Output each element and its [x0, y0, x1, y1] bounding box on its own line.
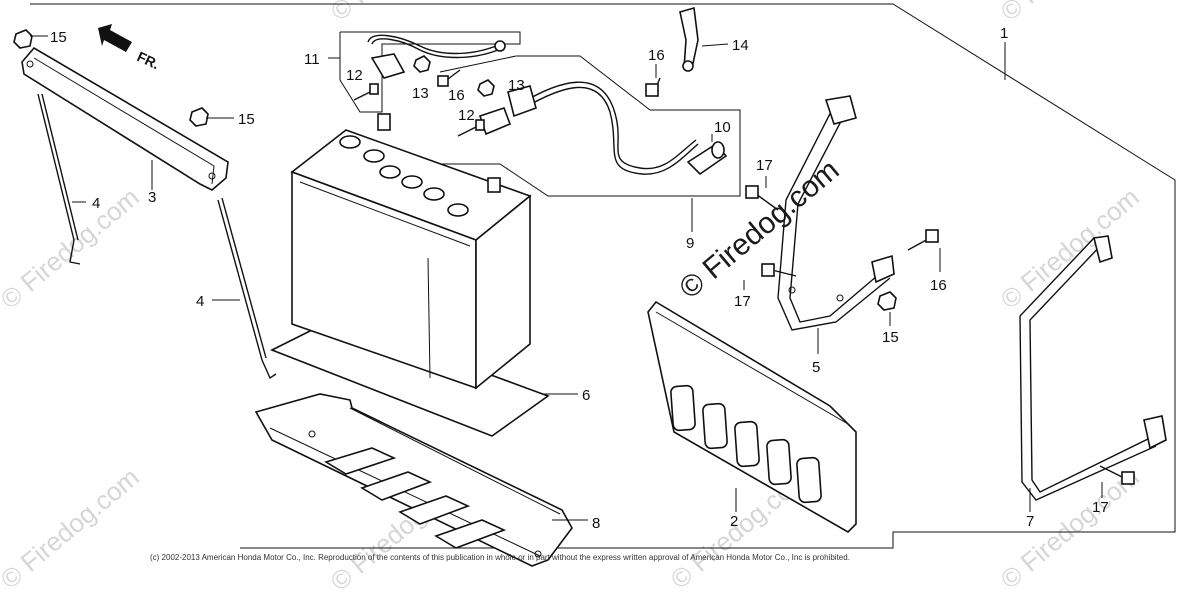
- bolt: [457, 119, 485, 137]
- battery-stay: [777, 95, 895, 331]
- front-direction-arrow: FR.: [98, 24, 162, 72]
- callout: 2: [730, 513, 738, 530]
- battery-cover: [647, 300, 857, 533]
- callout: 15: [882, 329, 899, 346]
- callout: 10: [714, 119, 731, 136]
- cable-9-bracket: [439, 55, 741, 197]
- bolt: [907, 229, 939, 251]
- battery-terminal: [679, 6, 699, 72]
- callout: 16: [648, 47, 665, 64]
- watermark-center: © Firedog.com: [673, 153, 845, 305]
- callout: 9: [686, 235, 694, 252]
- watermark: © Firedog.com: [995, 182, 1145, 315]
- assembly-outline: [30, 3, 1176, 549]
- callout: 12: [458, 107, 475, 124]
- flange-nut: [877, 291, 897, 311]
- callout: 7: [1026, 513, 1034, 530]
- callout: 16: [930, 277, 947, 294]
- callout: 16: [448, 87, 465, 104]
- copyright-notice: (c) 2002-2013 American Honda Motor Co., …: [150, 553, 850, 562]
- bolt: [645, 77, 661, 97]
- callout: 14: [732, 37, 749, 54]
- callout: 15: [238, 111, 255, 128]
- callout: 1: [1000, 25, 1008, 42]
- direction-label: FR.: [135, 48, 162, 72]
- callout: 6: [582, 387, 590, 404]
- callout: 17: [1092, 499, 1109, 516]
- callout: 13: [412, 85, 429, 102]
- callout: 13: [508, 77, 525, 94]
- battery-holder: [1019, 235, 1167, 501]
- bolt: [353, 83, 379, 101]
- callouts: 1 2 3 4 4 5 6 7 8 9 10 11 12 12 13 13 14…: [50, 25, 1109, 532]
- watermark: © Firedog.com: [995, 0, 1145, 27]
- callout: 4: [196, 293, 204, 310]
- cable-11-bracket: [339, 31, 521, 113]
- flange-nut: [189, 107, 209, 127]
- battery-cable-positive: [367, 34, 506, 79]
- battery: [290, 113, 532, 390]
- watermark: © Firedog.com: [0, 462, 145, 595]
- callout: 5: [812, 359, 820, 376]
- hold-down-bar: [21, 46, 229, 191]
- battery-set-bolt-left: [37, 93, 81, 265]
- bolt: [1099, 465, 1135, 485]
- callout: 11: [304, 51, 320, 68]
- bolt: [437, 69, 461, 87]
- callout: 8: [592, 515, 600, 532]
- nut: [413, 55, 431, 73]
- terminal-cover: [686, 141, 728, 176]
- battery-cable-negative: [478, 81, 699, 175]
- callout: 12: [346, 67, 363, 84]
- bolt: [761, 263, 797, 277]
- callout: 4: [92, 195, 100, 212]
- callout: 15: [50, 29, 67, 46]
- battery-tray: [254, 393, 573, 567]
- bolt: [745, 185, 779, 211]
- leader-lines: [30, 35, 1103, 521]
- flange-nut: [13, 29, 33, 49]
- callout: 17: [756, 157, 773, 174]
- callout: 3: [148, 189, 156, 206]
- watermarks: © Firedog.com © Firedog.com © Firedog.co…: [0, 0, 1145, 597]
- nut: [477, 79, 495, 97]
- callout: 17: [734, 293, 751, 310]
- battery-set-bolt-right: [217, 197, 277, 380]
